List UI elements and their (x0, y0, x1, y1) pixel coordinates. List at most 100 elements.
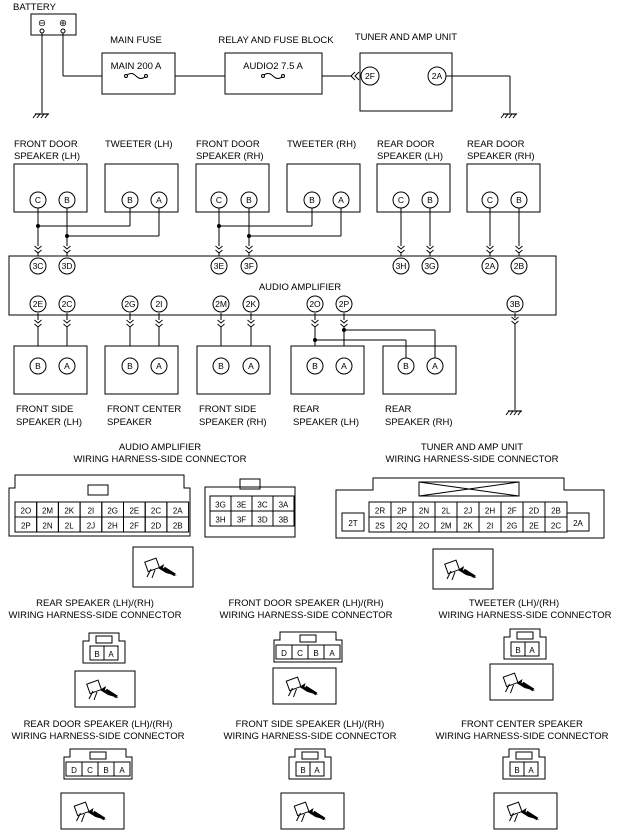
bottom-speaker-subtitle: SPEAKER (107, 417, 152, 428)
tuner-tag-2a: 2A (573, 519, 583, 528)
bottom-speaker-pin-label: A (248, 361, 254, 371)
amp-top-pin: 3C (29, 257, 47, 275)
front-side-conn-pin-label: A (314, 766, 320, 775)
amp-bottom-pin-label: 2K (246, 299, 257, 309)
amp-conn-left-row1-pin-label: 2C (151, 507, 161, 516)
bottom-speaker-box (104, 345, 179, 395)
connector-mark (155, 319, 163, 328)
bottom-speaker-pin-label: A (156, 361, 162, 371)
amp-bottom-pin: 3B (506, 295, 524, 313)
amp-conn-right-row2-pin-label: 3H (215, 516, 225, 525)
bottom-speaker-pin-label: B (312, 361, 318, 371)
top-speaker-subtitle: SPEAKER (LH) (377, 151, 443, 162)
junction-dot (313, 338, 317, 342)
amp-conn-left-row2-pin-label: 2F (130, 522, 139, 531)
top-speaker-box (195, 163, 270, 213)
front-side-conn-pin-label: B (300, 766, 305, 775)
bottom-speaker-pin: B (397, 357, 415, 375)
battery-box (30, 13, 77, 36)
amp-top-pin-label: 3D (62, 261, 73, 271)
top-speaker-pin: C (29, 191, 47, 209)
amp-bottom-pin: 2P (335, 295, 353, 313)
amp-bottom-pin: 2E (29, 295, 47, 313)
front-door-conn-pin-label: C (297, 649, 303, 658)
rear-speaker-connector-title: REAR SPEAKER (LH)/(RH) (36, 598, 154, 609)
connector-mark (63, 245, 71, 254)
bottom-speaker-pin: A (426, 357, 444, 375)
top-speaker-pin: C (481, 191, 499, 209)
amp-conn-left-row2-pin-label: 2N (42, 522, 52, 531)
amp-top-pin: 3D (58, 257, 76, 275)
battery-positive-icon: ⊕ (59, 18, 67, 29)
top-speaker-pin: B (303, 191, 321, 209)
top-speaker-pin-label: C (398, 195, 404, 205)
latch-icon (87, 484, 109, 496)
amp-top-pin: 3G (421, 257, 439, 275)
top-speaker-pin-label: B (64, 195, 70, 205)
bottom-speaker-pin-label: A (341, 361, 347, 371)
front-door-connector-title: FRONT DOOR SPEAKER (LH)/(RH) (228, 598, 383, 609)
connector-mark (34, 319, 42, 328)
amp-conn-left-row1-pin-label: 2A (173, 507, 183, 516)
tweeter-conn-pin-label: A (529, 646, 535, 655)
bottom-speaker-subtitle: SPEAKER (LH) (16, 417, 82, 428)
latch-icon (95, 635, 113, 644)
rear-speaker-conn-pin-label: B (94, 650, 99, 659)
tuner-conn-row2-pin-label: 2G (507, 522, 518, 531)
ground-icon (32, 113, 49, 119)
tuner-conn-row1-pin-label: 2L (442, 507, 451, 516)
amp-bottom-pin: 2K (242, 295, 260, 313)
bottom-speaker-pin-label: B (403, 361, 409, 371)
front-door-connector-subtitle: WIRING HARNESS-SIDE CONNECTOR (220, 610, 393, 621)
amp-conn-left-row2-pin-label: 2H (108, 522, 118, 531)
top-speaker-title: REAR DOOR (377, 139, 435, 150)
bottom-speaker-pin: A (150, 357, 168, 375)
amp-conn-right-row2-pin-label: 3B (279, 516, 289, 525)
amp-bottom-pin: 2C (58, 295, 76, 313)
amp-conn-right-row1-pin-label: 3G (215, 501, 226, 510)
top-speaker-box (104, 163, 179, 213)
tweeter-conn-cell (524, 641, 540, 657)
front-center-conn-cell (523, 761, 539, 777)
rear-speaker-conn-pin-label: A (108, 650, 114, 659)
tuner-conn-row2-pin-label: 2K (463, 522, 473, 531)
bottom-speaker-title: FRONT CENTER (107, 404, 181, 415)
tuner-pin-2f: 2F (360, 66, 380, 86)
top-speaker-subtitle: SPEAKER (LH) (14, 151, 80, 162)
tuner-conn-row1-pin-label: 2N (419, 507, 429, 516)
latch-icon (299, 634, 317, 643)
connector-mark (126, 319, 134, 328)
bottom-speaker-subtitle: SPEAKER (RH) (385, 417, 453, 428)
junction-dot (36, 224, 40, 228)
front-center-conn-pin-label: A (528, 766, 534, 775)
amp-conn-left-row1-pin-label: 2O (21, 507, 32, 516)
amp-bottom-pin: 2G (121, 295, 139, 313)
view-direction-icon (432, 548, 494, 590)
latch-icon (301, 751, 319, 760)
bottom-speaker-pin: B (29, 357, 47, 375)
rear-speaker-connector-subtitle: WIRING HARNESS-SIDE CONNECTOR (9, 610, 182, 621)
amp-conn-left-row2-pin-label: 2J (87, 522, 95, 531)
top-speaker-pin: B (421, 191, 439, 209)
amp-conn-left-row2-pin-label: 2P (21, 522, 31, 531)
top-speaker-title: TWEETER (LH) (105, 139, 173, 150)
latch-icon (516, 631, 534, 640)
tuner-conn-row1-pin-label: 2P (397, 507, 407, 516)
bottom-speaker-pin-label: A (432, 361, 438, 371)
amp-top-pin-label: 3C (33, 261, 44, 271)
amp-top-pin-label: 2B (514, 261, 525, 271)
relay-block-title: RELAY AND FUSE BLOCK (218, 35, 334, 46)
view-direction-icon (60, 792, 125, 830)
bottom-speaker-box (382, 345, 457, 395)
top-speaker-pin-label: A (338, 195, 344, 205)
tweeter-connector-title: TWEETER (LH)/(RH) (469, 598, 559, 609)
amp-bottom-pin: 2I (150, 295, 168, 313)
tuner-conn-row2-pin-label: 2I (487, 522, 494, 531)
main-fuse-title: MAIN FUSE (110, 35, 162, 46)
amp-conn-left-row2-pin-label: 2L (65, 522, 74, 531)
bottom-speaker-title: FRONT SIDE (16, 404, 73, 415)
top-speaker-pin-label: C (487, 195, 493, 205)
top-speaker-pin-label: A (156, 195, 162, 205)
amp-conn-right-row2-pin-label: 3D (257, 516, 267, 525)
amp-top-pin: 3H (392, 257, 410, 275)
